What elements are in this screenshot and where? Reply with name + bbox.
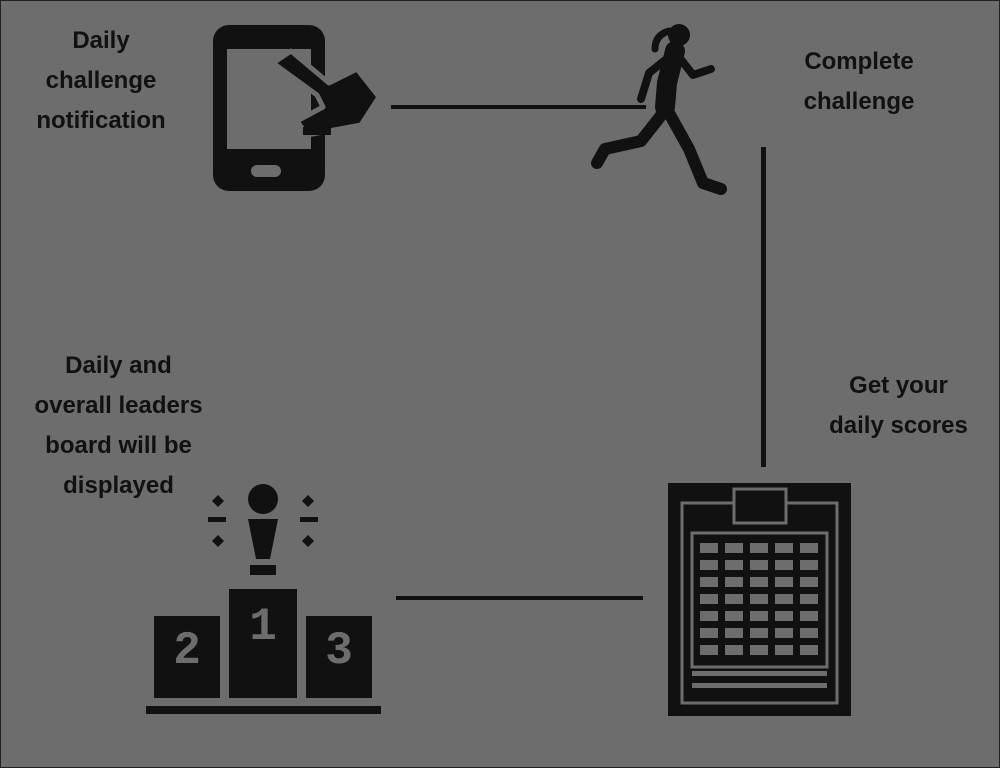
step-label-notification: Daily challenge notification [11, 21, 191, 141]
phone-tap-icon [211, 23, 381, 193]
label-line: board will be [45, 432, 192, 459]
label-line: notification [36, 107, 166, 134]
scoreboard-cell [725, 577, 743, 587]
scoreboard-cell [750, 628, 768, 638]
label-line: challenge [45, 67, 157, 94]
scoreboard-clipboard-icon [668, 483, 851, 716]
step-label-leaderboard: Daily and overall leaders board will be … [11, 346, 226, 506]
label-line: Complete [804, 48, 914, 75]
scoreboard-cell [700, 645, 718, 655]
scoreboard-cell [725, 594, 743, 604]
scoreboard-cell [800, 628, 818, 638]
connector-right [761, 147, 766, 467]
label-line: daily scores [829, 412, 968, 439]
podium-place-third: 3 [325, 625, 353, 677]
connector-top [391, 105, 646, 109]
label-line: Get your [849, 372, 948, 399]
scoreboard-cell [750, 543, 768, 553]
scoreboard-cell [750, 594, 768, 604]
scoreboard-cell [800, 611, 818, 621]
scoreboard-cell [700, 611, 718, 621]
connector-bottom [396, 596, 643, 600]
scoreboard-cell [700, 594, 718, 604]
scoreboard-cell [700, 577, 718, 587]
label-line: challenge [803, 88, 915, 115]
scoreboard-cell [725, 645, 743, 655]
scoreboard-cell [700, 628, 718, 638]
scoreboard-cell [775, 611, 793, 621]
scoreboard-cell [800, 594, 818, 604]
scoreboard-cell [725, 560, 743, 570]
podium-trophy-icon: 2 1 3 [146, 481, 381, 718]
scoreboard-cell [700, 560, 718, 570]
podium-place-first: 1 [249, 601, 277, 653]
label-line: Daily [72, 27, 130, 54]
scoreboard-cell [750, 560, 768, 570]
scoreboard-cell [725, 543, 743, 553]
scoreboard-cell [750, 611, 768, 621]
podium-place-second: 2 [173, 625, 201, 677]
step-label-scores: Get your daily scores [801, 366, 996, 446]
scoreboard-cell [800, 645, 818, 655]
label-line: displayed [63, 472, 174, 499]
step-label-complete: Complete challenge [769, 42, 949, 122]
scoreboard-cell [750, 577, 768, 587]
scoreboard-cell [700, 543, 718, 553]
scoreboard-cell [775, 543, 793, 553]
scoreboard-cell [775, 560, 793, 570]
label-line: Daily and [65, 352, 172, 379]
scoreboard-cell [800, 577, 818, 587]
scoreboard-cell [775, 628, 793, 638]
scoreboard-cell [775, 594, 793, 604]
runner-icon [589, 21, 739, 206]
label-line: overall leaders [34, 392, 203, 419]
scoreboard-cell [800, 560, 818, 570]
scoreboard-cell [800, 543, 818, 553]
scoreboard-cell [775, 577, 793, 587]
scoreboard-cell [750, 645, 768, 655]
scoreboard-cell [725, 611, 743, 621]
scoreboard-cell [725, 628, 743, 638]
scoreboard-cell [775, 645, 793, 655]
